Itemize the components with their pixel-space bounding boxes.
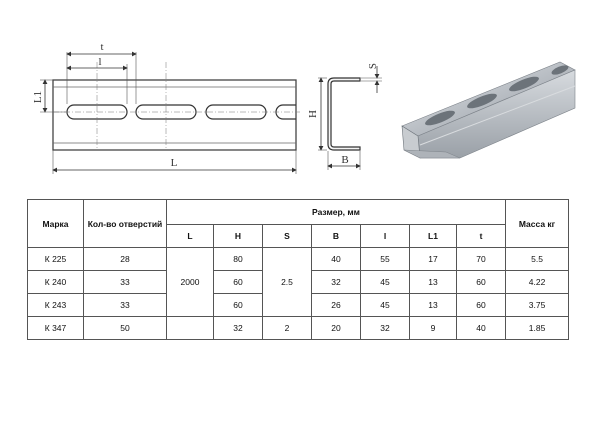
header-l: l bbox=[360, 224, 410, 248]
rail-outline bbox=[52, 79, 297, 151]
cell-mass: 4.22 bbox=[505, 270, 570, 294]
cell-S-merged: 2.5 bbox=[262, 247, 312, 317]
side-view: H B S bbox=[307, 63, 382, 170]
label-h: H bbox=[307, 110, 319, 118]
cell-B: 20 bbox=[311, 316, 361, 340]
header-B: B bbox=[311, 224, 361, 248]
label-l1: L1 bbox=[32, 91, 44, 103]
header-holes: Кол-во отверстий bbox=[83, 199, 167, 248]
cell-l: 55 bbox=[360, 247, 410, 271]
label-s: S bbox=[367, 63, 379, 69]
cell-mark: К 243 bbox=[27, 293, 84, 317]
table-row: К 347 50 32 2 20 32 9 40 1.85 bbox=[27, 316, 570, 340]
table-row: К 225 28 2000 80 2.5 40 55 17 70 5.5 bbox=[27, 247, 570, 317]
table-row: К 243 33 60 26 45 13 60 3.75 bbox=[27, 293, 570, 317]
cell-holes: 50 bbox=[83, 316, 167, 340]
photo-slot-1 bbox=[425, 110, 455, 126]
profile-outline bbox=[327, 77, 361, 151]
header-L1: L1 bbox=[409, 224, 457, 248]
cell-t: 70 bbox=[455, 247, 507, 271]
cell-L1: 13 bbox=[409, 293, 457, 317]
label-l: l bbox=[98, 56, 101, 68]
label-L: L bbox=[171, 157, 178, 169]
cell-l: 32 bbox=[360, 316, 410, 340]
header-t: t bbox=[455, 224, 507, 248]
header-mark: Марка bbox=[27, 199, 84, 248]
label-t: t bbox=[100, 41, 103, 53]
cell-holes: 28 bbox=[83, 247, 167, 271]
cell-S: 2 bbox=[262, 316, 312, 340]
header-size: Размер, мм bbox=[165, 199, 507, 225]
cell-holes: 33 bbox=[83, 270, 167, 294]
photo-slot-4 bbox=[551, 65, 569, 75]
label-b: B bbox=[341, 154, 348, 166]
cell-B: 32 bbox=[311, 270, 361, 294]
cell-mark: К 347 bbox=[27, 316, 84, 340]
cell-mark: К 225 bbox=[27, 247, 84, 271]
cell-L-empty bbox=[166, 316, 214, 340]
technical-drawing: t l L1 L H B S bbox=[32, 41, 576, 174]
cell-holes: 33 bbox=[83, 293, 167, 317]
cell-L-merged: 2000 bbox=[166, 247, 214, 317]
cell-mark: К 240 bbox=[27, 270, 84, 294]
cell-B: 40 bbox=[311, 247, 361, 271]
front-view: t l L1 L bbox=[32, 41, 300, 174]
cell-H: 80 bbox=[213, 247, 263, 271]
cell-H: 32 bbox=[213, 316, 263, 340]
header-L: L bbox=[166, 224, 214, 248]
spec-table: Марка Кол-во отверстий Размер, мм Масса … bbox=[27, 199, 570, 340]
cell-L1: 13 bbox=[409, 270, 457, 294]
cell-L1: 17 bbox=[409, 247, 457, 271]
header-S: S bbox=[262, 224, 312, 248]
cell-t: 40 bbox=[455, 316, 507, 340]
cell-B: 26 bbox=[311, 293, 361, 317]
cell-t: 60 bbox=[455, 270, 507, 294]
cell-l: 45 bbox=[360, 293, 410, 317]
cell-t: 60 bbox=[455, 293, 507, 317]
photo-slot-2 bbox=[467, 93, 497, 109]
header-H: H bbox=[213, 224, 263, 248]
rail-photo bbox=[401, 61, 576, 159]
cell-mass: 5.5 bbox=[505, 247, 570, 271]
cell-mass: 3.75 bbox=[505, 293, 570, 317]
cell-l: 45 bbox=[360, 270, 410, 294]
photo-slot-3 bbox=[509, 76, 539, 92]
header-mass: Масса кг bbox=[505, 199, 570, 248]
cell-H: 60 bbox=[213, 270, 263, 294]
cell-H: 60 bbox=[213, 293, 263, 317]
cell-L1: 9 bbox=[409, 316, 457, 340]
cell-mass: 1.85 bbox=[505, 316, 570, 340]
